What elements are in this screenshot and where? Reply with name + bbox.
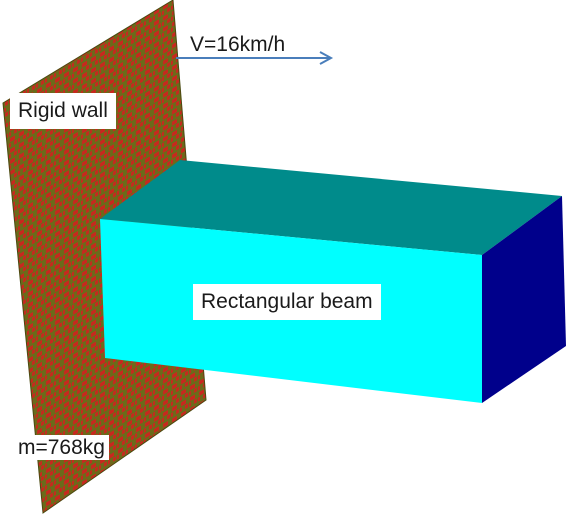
- velocity-label: V=16km/h: [190, 33, 286, 56]
- beam-label: Rectangular beam: [193, 284, 381, 320]
- mass-label: m=768kg: [14, 435, 109, 460]
- beam-side-face: [482, 196, 566, 403]
- beam-top-face: [100, 160, 562, 255]
- wall-label: Rigid wall: [10, 93, 116, 129]
- right-arrow-icon: [176, 51, 334, 65]
